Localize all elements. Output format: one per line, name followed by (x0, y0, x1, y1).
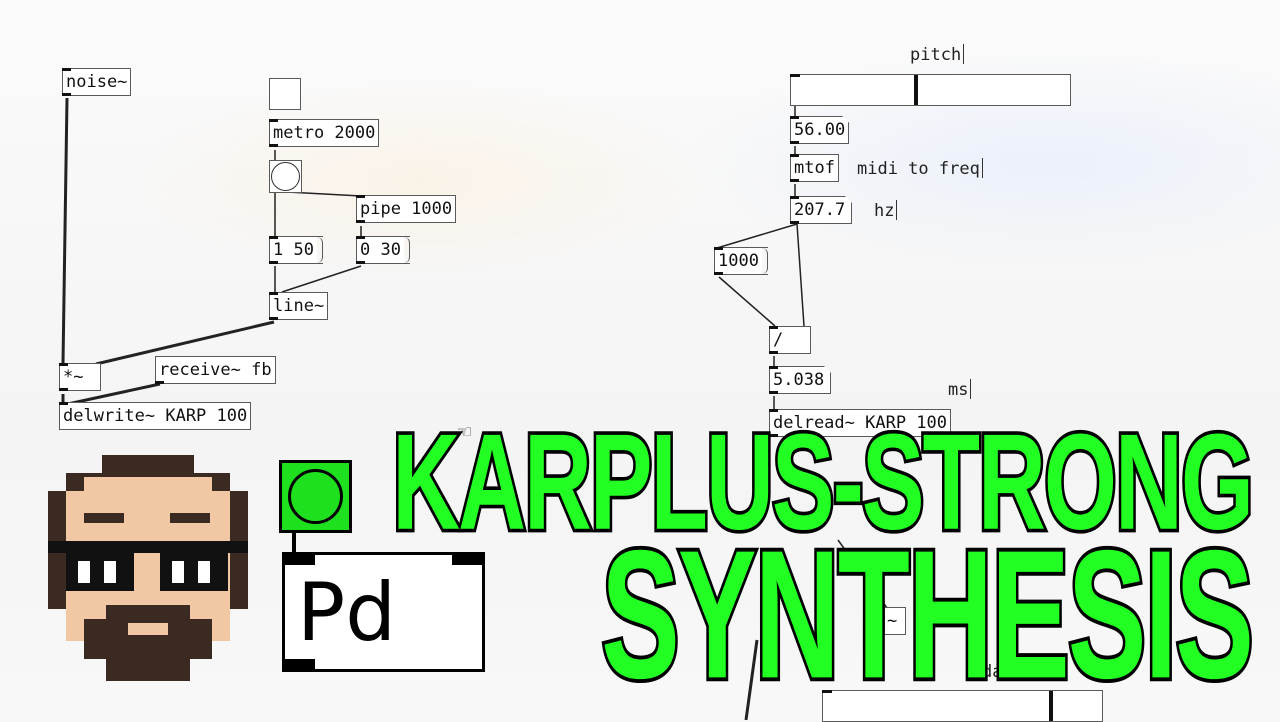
receive-object[interactable]: receive~ fb (155, 356, 276, 384)
hz-comment: hz (874, 200, 898, 221)
delread-object[interactable]: delread~ KARP 100 (769, 409, 951, 437)
pitch-number: 56.00 (794, 120, 846, 140)
mtof-object[interactable]: mtof (790, 154, 839, 182)
avatar (48, 455, 248, 681)
message-1000-label: 1000 (718, 251, 759, 271)
hz-comment-text: hz (874, 201, 895, 221)
partial-object-label: ~ (887, 611, 898, 631)
metro-label: metro 2000 (273, 123, 376, 143)
toggle[interactable] (269, 78, 301, 110)
line-object[interactable]: line~ (269, 292, 329, 320)
damping-comment: damping (982, 661, 1057, 682)
pipe-label: pipe 1000 (360, 199, 453, 219)
divide-object[interactable]: / (769, 326, 811, 354)
freq-number: 207.7 (794, 200, 846, 220)
pitch-slider[interactable] (790, 74, 1071, 106)
multiply-label: *~ (63, 367, 84, 387)
ms-comment: ms (948, 379, 972, 400)
line-label: line~ (273, 296, 325, 316)
freq-number-box[interactable]: 207.7 (790, 196, 852, 224)
pd-logo-inlet-right (452, 555, 482, 565)
damping-slider[interactable] (822, 690, 1103, 722)
pd-logo-inlet (285, 555, 315, 565)
pd-logo-box: Pd (282, 552, 485, 672)
pd-logo-text: Pd (297, 566, 397, 659)
pipe-object[interactable]: pipe 1000 (356, 195, 457, 223)
ms-comment-text: ms (948, 380, 969, 400)
pitch-slider-knob[interactable] (914, 75, 918, 105)
message-release[interactable]: 0 30 (356, 236, 410, 264)
message-flag-icon (316, 236, 323, 264)
mtof-comment-text: midi to freq (857, 159, 980, 179)
period-number-box[interactable]: 5.038 (769, 366, 831, 394)
damping-slider-knob[interactable] (1049, 691, 1053, 721)
noise-object[interactable]: noise~ (62, 68, 132, 96)
message-release-label: 0 30 (360, 240, 401, 260)
period-number: 5.038 (773, 370, 825, 390)
divide-label: / (773, 330, 784, 350)
message-flag-icon (761, 247, 768, 275)
noise-label: noise~ (66, 72, 128, 92)
mtof-comment: midi to freq (857, 158, 983, 179)
pd-logo-bang (279, 460, 352, 533)
delread-label: delread~ KARP 100 (773, 413, 947, 433)
title-line-2: SYNTHESIS (599, 509, 1257, 721)
damping-comment-text: damping (982, 662, 1054, 682)
bang-button[interactable] (269, 160, 302, 193)
pitch-comment: pitch (910, 44, 965, 65)
pitch-comment-text: pitch (910, 45, 962, 65)
message-flag-icon (403, 236, 410, 264)
pd-logo-circle-icon (288, 469, 343, 524)
message-attack-label: 1 50 (273, 240, 314, 260)
pitch-number-box[interactable]: 56.00 (790, 116, 849, 144)
metro-object[interactable]: metro 2000 (269, 119, 380, 147)
receive-label: receive~ fb (159, 360, 272, 380)
message-attack[interactable]: 1 50 (269, 236, 323, 264)
partial-object[interactable]: ~ (884, 607, 906, 635)
bang-circle-icon (271, 162, 300, 191)
hand-cursor-icon: ☜ (458, 420, 472, 445)
mtof-label: mtof (794, 158, 835, 178)
title-line-1: KARPLUS-STRONG (390, 402, 1257, 561)
multiply-object[interactable]: *~ (59, 363, 101, 391)
pd-logo-outlet (285, 659, 315, 669)
delwrite-label: delwrite~ KARP 100 (63, 406, 248, 426)
message-1000[interactable]: 1000 (714, 247, 768, 275)
delwrite-object[interactable]: delwrite~ KARP 100 (59, 402, 252, 430)
